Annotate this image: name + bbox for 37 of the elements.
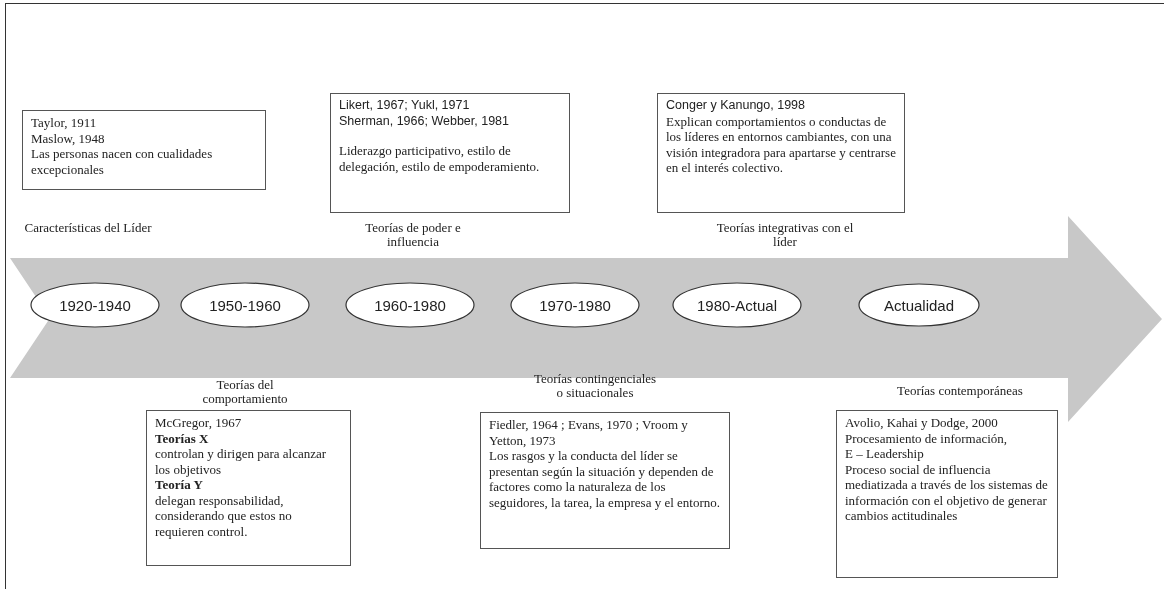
theory-title: Características del Líder xyxy=(23,221,153,235)
theory-title: Teorías contemporáneas xyxy=(896,384,1024,398)
period-ellipse: 1980-Actual xyxy=(672,282,802,328)
period-ellipse: 1970-1980 xyxy=(510,282,640,328)
box-text: E – Leadership xyxy=(845,446,925,462)
box-text: McGregor, 1967 xyxy=(155,415,243,431)
box-text: Las personas nacen con cualidades excepcionales xyxy=(31,146,214,177)
box-text: Procesamiento de información, xyxy=(845,430,1009,446)
text-box xyxy=(146,410,351,566)
box-text: Conger y Kanungo, 1998 xyxy=(666,98,806,114)
box-text: Liderazgo participativo, estilo de delegación, estilo de empoderamiento. xyxy=(339,143,541,174)
box-text: Los rasgos y la conducta del líder se presentan según la situación y dependen de factores como la naturaleza de los seguidores, la tarea, la empresa y el entorno. xyxy=(489,448,721,510)
period-ellipse: Actualidad xyxy=(858,283,980,327)
text-box xyxy=(657,93,905,213)
theory-title: Teorías del comportamiento xyxy=(201,378,289,406)
box-text: Likert, 1967; Yukl, 1971 xyxy=(339,98,471,114)
box-text: Maslow, 1948 xyxy=(31,130,106,146)
box-text: Proceso social de influencia mediatizada a través de los sistemas de información con el objetivo de generar cambios actitudinales xyxy=(845,461,1049,524)
box-text: Teorías X xyxy=(155,430,210,446)
box-text: Explican comportamientos o conductas de los líderes en entornos cambiantes, con una visión integradora para apartarse y centrarse en el interés colectivo. xyxy=(666,113,896,176)
text-box xyxy=(330,93,570,213)
box-text: controlan y dirigen para alcanzar los objetivos xyxy=(155,446,328,477)
text-box xyxy=(22,110,266,190)
period-ellipse: 1950-1960 xyxy=(180,282,310,328)
period-ellipse: 1960-1980 xyxy=(345,282,475,328)
theory-title: Teorías contingenciales o situacionales xyxy=(532,372,658,400)
theory-title: Teorías de poder e influencia xyxy=(364,221,462,249)
box-text: Teoría Y xyxy=(155,477,204,493)
text-box xyxy=(480,412,730,549)
theory-title: Teorías integrativas con el líder xyxy=(715,221,855,249)
box-text: Fiedler, 1964 ; Evans, 1970 ; Vroom y Yetton, 1973 xyxy=(489,417,689,448)
box-text: Avolio, Kahai y Dodge, 2000 xyxy=(845,415,999,431)
text-box xyxy=(836,410,1058,578)
box-text: Sherman, 1966; Webber, 1981 xyxy=(339,113,511,129)
box-text: delegan responsabilidad, considerando que estos no requieren control. xyxy=(155,492,293,539)
period-ellipse: 1920-1940 xyxy=(30,282,160,328)
box-text: Taylor, 1911 xyxy=(31,115,98,131)
